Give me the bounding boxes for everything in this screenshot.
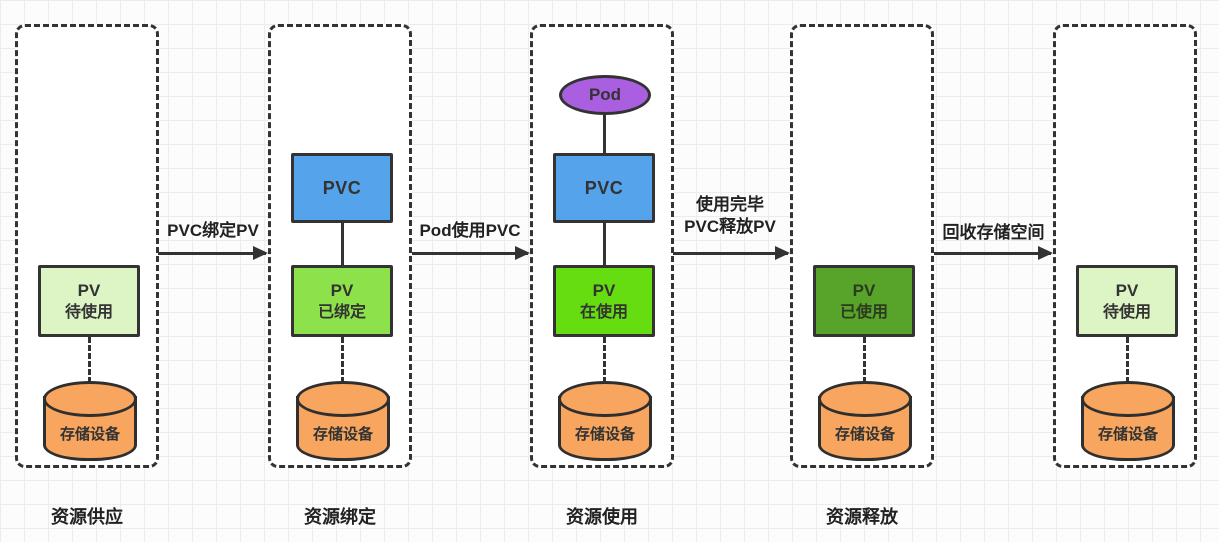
- pv-storage-connector: [1126, 337, 1129, 383]
- pv-node-in-use: PV 在使用: [553, 265, 655, 337]
- stage-label: 资源释放: [826, 507, 898, 527]
- pv-storage-connector: [863, 337, 866, 383]
- stage-label: 资源使用: [566, 507, 638, 527]
- storage-cylinder-top: [1081, 381, 1175, 417]
- storage-cylinder: 存储设备: [818, 381, 912, 467]
- storage-cylinder: 存储设备: [1081, 381, 1175, 467]
- storage-label: 存储设备: [834, 426, 895, 443]
- pvc-node: PVC: [553, 153, 655, 223]
- storage-cylinder: 存储设备: [43, 381, 137, 467]
- arrow-label-pod-uses-pvc: Pod使用PVC: [419, 221, 521, 240]
- storage-cylinder: 存储设备: [296, 381, 390, 467]
- pvc-node: PVC: [291, 153, 393, 223]
- pv-node-title: PV: [1115, 280, 1139, 300]
- pv-node-status: 已绑定: [317, 303, 366, 321]
- arrow-label-line2: PVC释放PV: [684, 217, 776, 236]
- stage-usage: Pod PVC PV 在使用 存储设备 资源使用: [530, 24, 674, 527]
- pv-node-status: 在使用: [579, 303, 628, 321]
- storage-label: 存储设备: [312, 426, 373, 443]
- pvc-pv-connector: [341, 223, 344, 265]
- pv-node-title: PV: [330, 280, 354, 300]
- storage-cylinder-top: [43, 381, 137, 417]
- pv-node-pending: PV 待使用: [1076, 265, 1178, 337]
- pv-node-status: 待使用: [64, 303, 113, 321]
- pv-node-pending: PV 待使用: [38, 265, 140, 337]
- arrow-pvc-binds-pv: [158, 246, 268, 260]
- pv-storage-connector: [603, 337, 606, 383]
- pv-node-released: PV 已使用: [813, 265, 915, 337]
- storage-cylinder-top: [818, 381, 912, 417]
- storage-cylinder: 存储设备: [558, 381, 652, 467]
- stage-binding: PVC PV 已绑定 存储设备 资源绑定: [268, 24, 412, 527]
- arrow-pod-uses-pvc: [412, 246, 530, 260]
- pv-node-bound: PV 已绑定: [291, 265, 393, 337]
- arrow-label-line1: 使用完毕: [696, 195, 764, 214]
- pv-storage-connector: [341, 337, 344, 383]
- storage-cylinder-top: [558, 381, 652, 417]
- storage-label: 存储设备: [59, 426, 120, 443]
- stage-provisioning: PV 待使用 存储设备 资源供应: [15, 24, 159, 527]
- arrow-label-pvc-releases-pv: 使用完毕 PVC释放PV: [655, 194, 805, 238]
- arrow-reclaim-storage: [934, 246, 1053, 260]
- arrow-label-reclaim-storage: 回收存储空间: [942, 223, 1045, 242]
- storage-label: 存储设备: [574, 426, 635, 443]
- pv-node-title: PV: [592, 280, 616, 300]
- pv-node-title: PV: [77, 280, 101, 300]
- pod-node: Pod: [559, 75, 651, 115]
- pv-node-status: 待使用: [1102, 303, 1151, 321]
- arrow-label-pvc-binds-pv: PVC绑定PV: [167, 221, 259, 240]
- stage-label: 资源供应: [51, 507, 123, 527]
- pv-storage-connector: [88, 337, 91, 383]
- stage-release: PV 已使用 存储设备 资源释放: [790, 24, 934, 527]
- arrow-pvc-releases-pv: [673, 246, 790, 260]
- storage-label: 存储设备: [1097, 426, 1158, 443]
- stage-reclaimed: PV 待使用 存储设备: [1053, 24, 1197, 468]
- pvc-pv-connector: [603, 223, 606, 265]
- pod-pvc-connector: [603, 115, 606, 153]
- stage-label: 资源绑定: [304, 507, 376, 527]
- pv-node-title: PV: [852, 280, 876, 300]
- pv-node-status: 已使用: [839, 303, 888, 321]
- storage-cylinder-top: [296, 381, 390, 417]
